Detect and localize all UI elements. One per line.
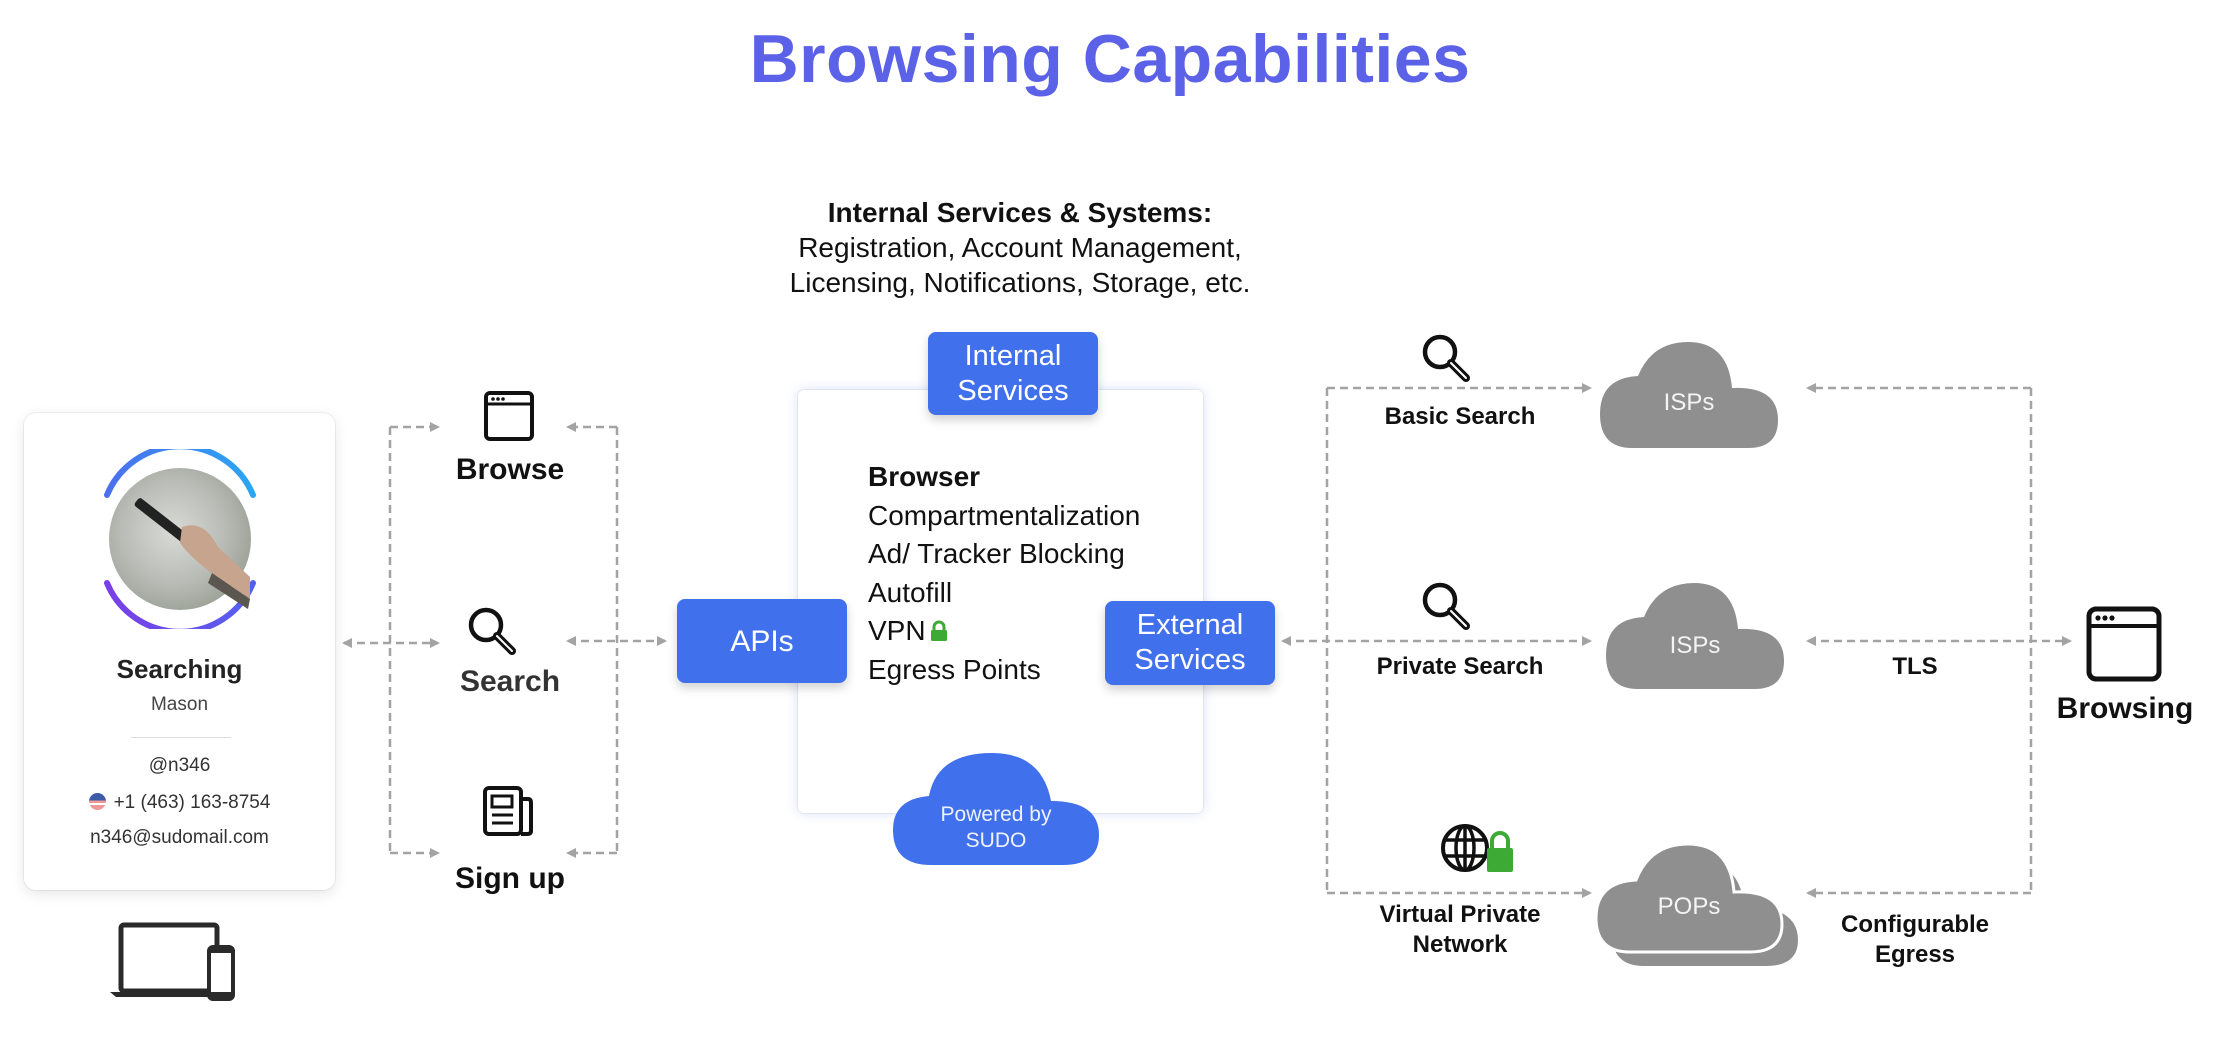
internal-services-caption: Internal Services & Systems: Registratio…	[740, 195, 1300, 300]
page-title: Browsing Capabilities	[749, 21, 1471, 97]
configurable-egress-line-1: Configurable	[1841, 911, 1989, 938]
isps-cloud-label: ISPs	[1663, 389, 1715, 416]
isps-cloud-label: ISPs	[1669, 632, 1721, 659]
isps-cloud[interactable]	[1600, 342, 1778, 449]
avatar	[104, 449, 256, 629]
external-services-label-1: External	[1136, 609, 1244, 641]
profile-email: n346@sudomail.com	[90, 827, 269, 848]
profile-name: Mason	[150, 694, 209, 715]
internal-caption-heading: Internal Services & Systems:	[827, 197, 1213, 228]
external-services-label-2: Services	[1134, 644, 1246, 676]
tls-label: TLS	[1892, 653, 1938, 680]
configurable-egress-label: Configurable Egress	[1815, 910, 2015, 970]
powered-by-line-1: Powered by	[940, 803, 1052, 826]
powered-by-label: Powered by SUDO	[893, 802, 1099, 854]
browser-window-icon	[2086, 606, 2162, 682]
feature-item: Autofill	[868, 576, 953, 608]
internal-services-label-1: Internal	[964, 339, 1062, 372]
feature-item-vpn: VPN	[868, 612, 1140, 651]
destination-browsing-label: Browsing	[2056, 692, 2194, 725]
browser-heading: Browser	[868, 461, 981, 492]
lock-icon	[930, 620, 947, 641]
action-search[interactable]: Search	[459, 665, 561, 698]
profile-card[interactable]: Searching Mason @n346 +1 (463) 163-8754 …	[24, 413, 335, 890]
pops-cloud[interactable]	[1596, 844, 1802, 968]
browser-window-icon	[484, 391, 534, 441]
profile-handle: @n346	[148, 755, 211, 776]
configurable-egress-line-2: Egress	[1874, 941, 1956, 968]
action-signup[interactable]: Sign up	[455, 862, 565, 895]
us-flag-icon	[88, 793, 106, 810]
action-browse[interactable]: Browse	[455, 453, 565, 486]
private-search-label: Private Search	[1376, 653, 1544, 680]
laptop-phone-icon	[110, 922, 235, 1001]
isps-cloud[interactable]	[1606, 583, 1784, 690]
browser-feature-list: Browser Compartmentalization Ad/ Tracker…	[868, 458, 1140, 689]
basic-search-label: Basic Search	[1384, 403, 1536, 430]
newspaper-icon	[483, 786, 533, 836]
feature-item: Compartmentalization	[868, 499, 1141, 531]
profile-status: Searching	[116, 654, 243, 684]
profile-divider	[131, 737, 231, 738]
feature-vpn-label: VPN	[868, 615, 926, 646]
search-icon	[1422, 334, 1470, 382]
internal-services-label-2: Services	[957, 374, 1069, 407]
search-icon	[1422, 582, 1470, 630]
internal-caption-line-1: Registration, Account Management,	[798, 232, 1242, 263]
apis-label: APIs	[730, 624, 794, 658]
profile-phone: +1 (463) 163-8754	[113, 792, 271, 813]
powered-by-line-2: SUDO	[965, 829, 1027, 852]
internal-caption-line-2: Licensing, Notifications, Storage, etc.	[789, 267, 1251, 298]
profile-phone-row: +1 (463) 163-8754	[24, 792, 335, 814]
vpn-label: Virtual Private Network	[1340, 900, 1580, 960]
vpn-label-line-1: Virtual Private	[1379, 901, 1541, 928]
feature-item: Egress Points	[868, 653, 1041, 685]
apis-box[interactable]: APIs	[677, 599, 847, 683]
globe-lock-icon	[1441, 824, 1513, 872]
pops-cloud-label: POPs	[1657, 893, 1721, 920]
vpn-label-line-2: Network	[1412, 931, 1508, 958]
search-icon	[468, 607, 516, 655]
feature-item: Ad/ Tracker Blocking	[868, 538, 1125, 569]
sudo-cloud	[893, 753, 1099, 865]
